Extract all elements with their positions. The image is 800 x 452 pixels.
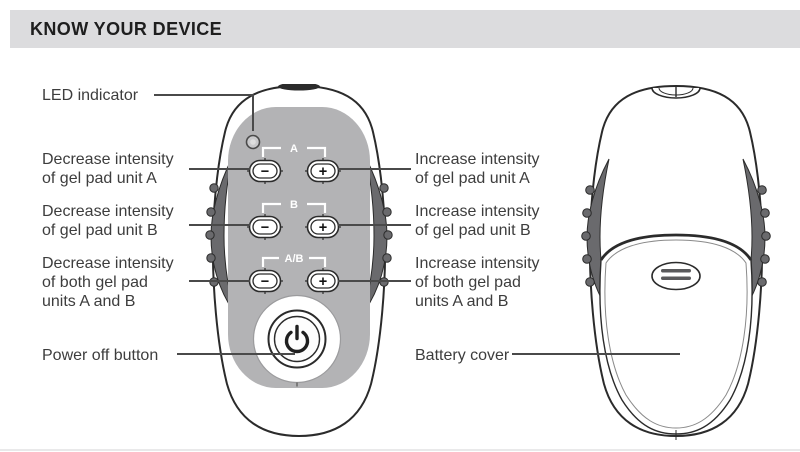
intensity-group-b: B − +: [247, 199, 341, 240]
callout-increase-ab: Increase intensity of both gel pad units…: [415, 255, 540, 310]
intensity-group-ab: A/B − +: [247, 253, 341, 294]
leader-line-increase-a: [338, 168, 411, 170]
page-bottom-rule: [0, 449, 800, 451]
callout-decrease-ab: Decrease intensity of both gel pad units…: [42, 255, 174, 310]
section-title: KNOW YOUR DEVICE: [30, 19, 223, 39]
plus-icon: +: [319, 220, 327, 236]
leader-line-battery: [512, 353, 680, 355]
callout-led-indicator: LED indicator: [42, 87, 139, 104]
minus-icon: −: [261, 220, 269, 236]
bracket-left: [261, 146, 281, 157]
leader-line-increase-b: [338, 224, 411, 226]
plus-icon: +: [319, 164, 327, 180]
minus-icon: −: [261, 274, 269, 290]
device-front-view: A − + B: [205, 84, 393, 438]
leader-line-increase-ab: [338, 280, 411, 282]
power-icon: [284, 324, 310, 354]
group-a-label: A: [290, 143, 298, 155]
bracket-right: [307, 146, 327, 157]
increase-b-button: +: [305, 214, 341, 240]
decrease-ab-button: −: [247, 268, 283, 294]
minus-icon: −: [261, 164, 269, 180]
plus-icon: +: [319, 274, 327, 290]
grip-left: [581, 158, 612, 315]
intensity-group-a: A − +: [247, 143, 341, 184]
group-b-label: B: [290, 199, 298, 211]
decrease-a-button: −: [247, 158, 283, 184]
leader-line-decrease-ab: [189, 280, 250, 282]
battery-cover-grip-icon: [651, 261, 701, 291]
bracket-left: [261, 256, 279, 267]
callout-decrease-a: Decrease intensity of gel pad unit A: [42, 151, 174, 187]
callout-increase-b: Increase intensity of gel pad unit B: [415, 203, 540, 239]
power-off-button: [252, 294, 342, 387]
callout-increase-a: Increase intensity of gel pad unit A: [415, 151, 540, 187]
leader-line-led: [154, 94, 254, 96]
group-ab-label: A/B: [285, 253, 304, 265]
bracket-left: [261, 202, 281, 213]
leader-line-power-off: [177, 353, 295, 355]
led-indicator-icon: [245, 134, 261, 150]
increase-a-button: +: [305, 158, 341, 184]
callout-battery-cover: Battery cover: [415, 347, 510, 364]
grip-right: [740, 158, 771, 315]
leader-line-led-drop: [252, 94, 254, 132]
decrease-b-button: −: [247, 214, 283, 240]
bracket-right: [307, 202, 327, 213]
top-connector-icon: [651, 87, 701, 99]
device-back-view: [581, 84, 771, 440]
top-clip-icon: [278, 84, 320, 91]
bracket-right: [309, 256, 327, 267]
section-header: KNOW YOUR DEVICE: [10, 10, 800, 48]
callout-power-off: Power off button: [42, 347, 159, 364]
grip-right: [363, 157, 393, 313]
callout-decrease-b: Decrease intensity of gel pad unit B: [42, 203, 174, 239]
battery-cover: [599, 233, 753, 440]
leader-line-decrease-b: [189, 224, 250, 226]
leader-line-decrease-a: [189, 168, 250, 170]
